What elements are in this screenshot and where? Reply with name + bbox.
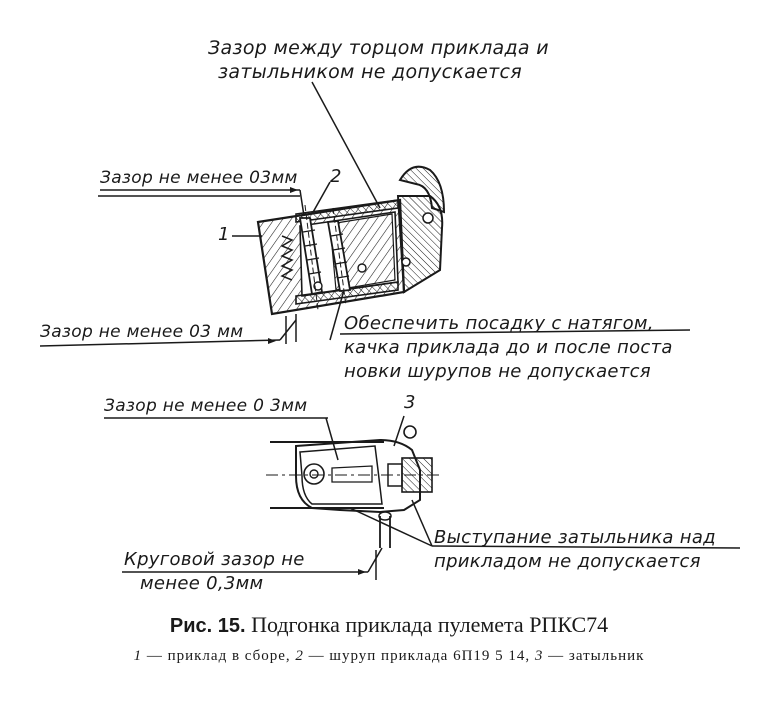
note-gap-bottom: Зазор не менее 03 мм (40, 322, 244, 342)
lower-top-view (266, 425, 440, 548)
legend-num-2: 2 (295, 648, 304, 664)
note-circular-gap-2: менее 0,3мм (140, 573, 264, 594)
note-press-fit-3: новки шурупов не допускается (344, 361, 651, 382)
note-press-fit-1: Обеспечить посадку с натягом, (344, 313, 654, 334)
legend-num-1: 1 (133, 648, 143, 664)
note-gap-lower: Зазор не менее 0 3мм (104, 396, 308, 416)
note-circular-gap-1: Круговой зазор не (124, 549, 305, 570)
label-2: 2 (330, 166, 342, 187)
butt-plate-upper (396, 195, 444, 294)
butt-plate-lower (295, 438, 421, 514)
note-protrusion-1: Выступание затыльника над (434, 527, 716, 548)
label-1: 1 (218, 224, 230, 245)
legend-text-3: — затыльник (543, 648, 645, 664)
spring (280, 235, 294, 281)
upper-leaders (39, 81, 691, 347)
figure-caption: Рис. 15. Подгонка приклада пулемета РПКС… (0, 612, 778, 638)
pin-bottom (379, 516, 391, 548)
upper-section-view (256, 165, 446, 316)
note-protrusion-2: прикладом не допускается (434, 551, 701, 572)
lower-leaders (104, 415, 741, 580)
figure-legend: 1 — приклад в сборе, 2 — шуруп приклада … (0, 648, 778, 665)
note-gap-top: Зазор не менее 03мм (100, 168, 298, 188)
caption-text: Подгонка приклада пулемета РПКС74 (251, 612, 609, 637)
butt-plate-hook (398, 165, 446, 214)
legend-text-2: — шуруп приклада 6П19 5 14, (303, 648, 535, 664)
bottom-plate (295, 281, 399, 305)
note-gap-butt-plate-2: затыльником не допускается (218, 61, 522, 83)
note-press-fit-2: качка приклада до и после поста (344, 337, 673, 358)
arrows (268, 187, 366, 575)
label-3: 3 (404, 392, 416, 413)
legend-text-1: — приклад в сборе, (142, 648, 296, 664)
legend-num-3: 3 (534, 648, 544, 664)
caption-prefix: Рис. 15. (169, 615, 246, 637)
note-gap-butt-plate-1: Зазор между торцом приклада и (208, 37, 549, 59)
